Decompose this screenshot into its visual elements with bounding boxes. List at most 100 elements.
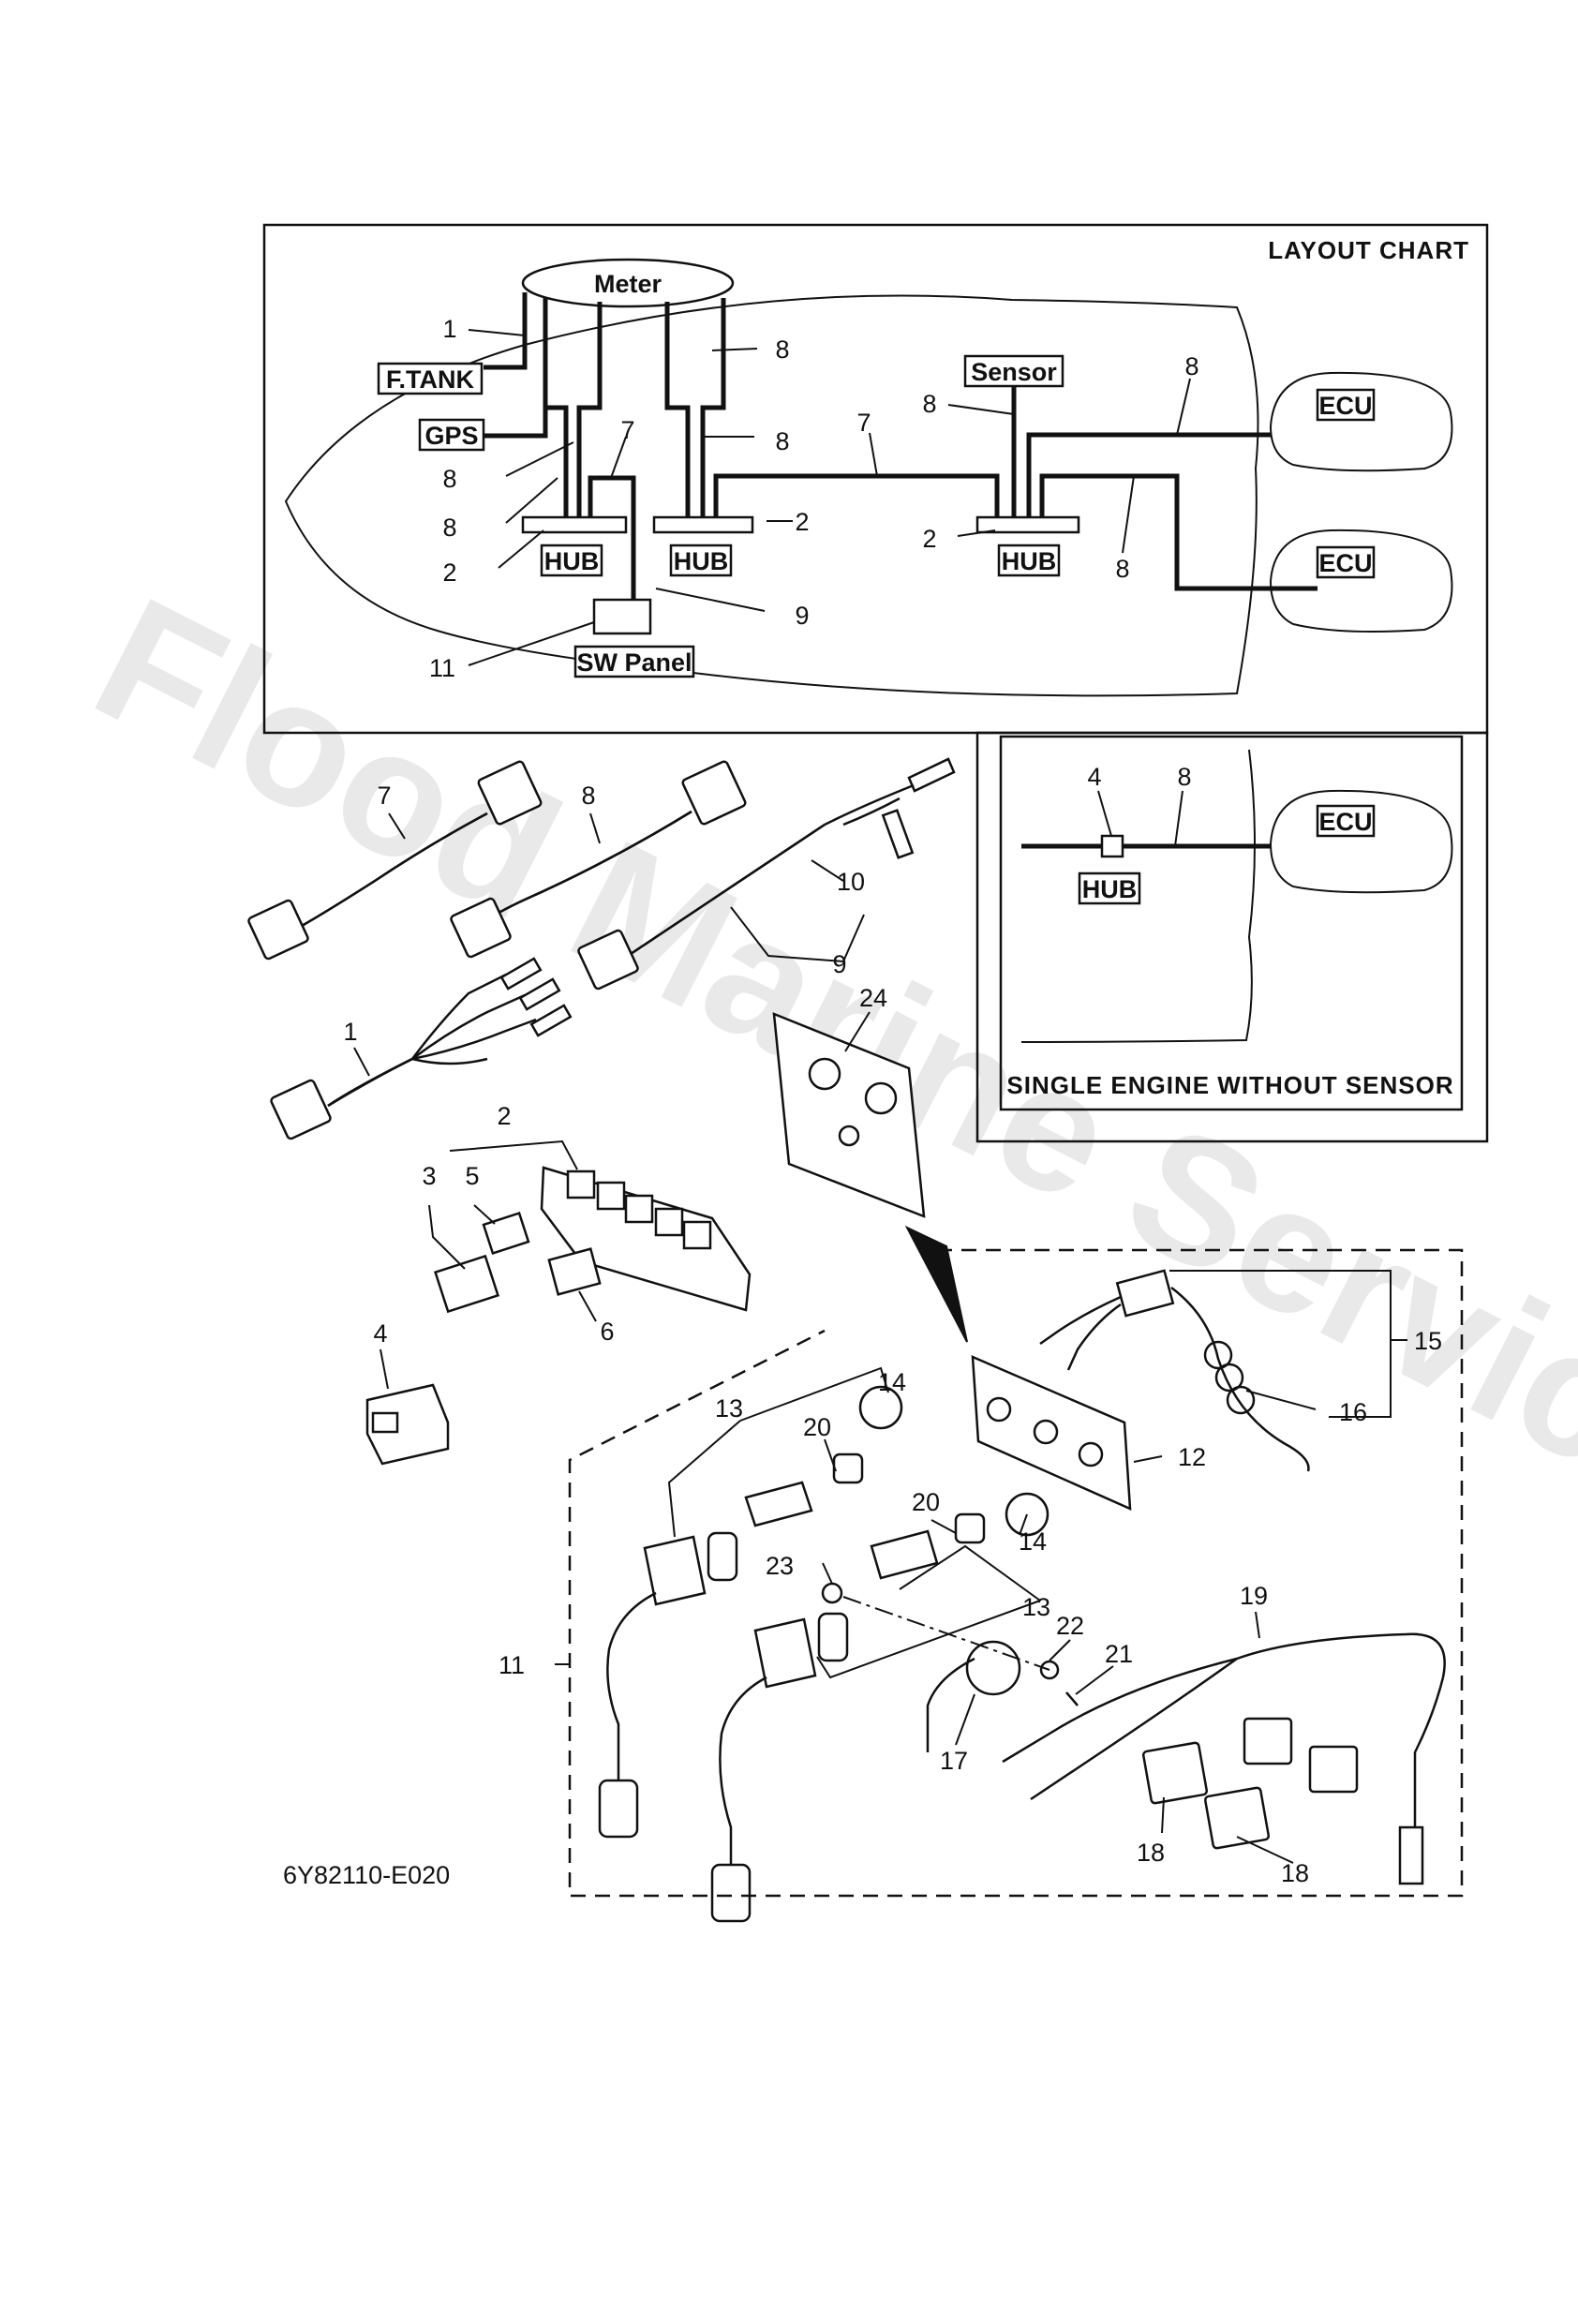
hub-label-single: HUB — [1082, 875, 1138, 903]
meter-label: Meter — [594, 270, 662, 298]
ecu-label-single: ECU — [1318, 808, 1372, 836]
hub-block-2 — [433, 1166, 752, 1314]
callout-2: 2 — [442, 559, 456, 587]
arrow-down-icon — [904, 1225, 968, 1343]
sw-panel-box — [573, 645, 695, 678]
layout-wiring — [484, 292, 1317, 600]
key-switch-13 — [598, 1385, 1050, 1923]
callout-20: 20 — [803, 1413, 831, 1441]
drawing-code: 6Y82110-E020 — [283, 1861, 450, 1889]
ftank-box — [377, 362, 484, 395]
callout-8: 8 — [442, 514, 456, 542]
switch-plate-12 — [971, 1355, 1132, 1511]
callout-12: 12 — [1178, 1443, 1206, 1471]
hub-square — [1100, 834, 1124, 858]
layout-chart-title: LAYOUT CHART — [1268, 236, 1469, 264]
callout-5: 5 — [465, 1162, 479, 1190]
single-engine-chart: ECU HUB 4 8 SINGLE ENGINE WITHOUT SENSOR — [975, 731, 1489, 1143]
hub-box-single — [1078, 872, 1141, 905]
callout-19: 19 — [1240, 1582, 1268, 1610]
single-hull-outline — [1020, 749, 1256, 1043]
hub-label-2: HUB — [674, 547, 729, 575]
kit-11-boundary — [568, 1248, 1464, 1898]
meter-ellipse — [521, 258, 735, 308]
hub-label-1: HUB — [544, 547, 600, 575]
callout-7: 7 — [377, 782, 391, 810]
callout-2: 2 — [922, 525, 936, 553]
callout-11: 11 — [499, 1651, 525, 1679]
callout-15: 15 — [1414, 1327, 1442, 1355]
hub-label-3: HUB — [1002, 547, 1057, 575]
callout-11: 11 — [429, 654, 455, 682]
single-engine-inner-frame — [999, 735, 1464, 1111]
layout-chart: LAYOUT CHART Meter F.TANK GPS Sensor ECU… — [262, 223, 1489, 735]
ecu-box-1 — [1316, 388, 1376, 422]
callout-1: 1 — [442, 315, 456, 343]
ecu-label-2: ECU — [1318, 549, 1372, 577]
callout-16: 16 — [1339, 1398, 1367, 1426]
ftank-label: F.TANK — [386, 365, 474, 394]
callout-8: 8 — [1184, 352, 1198, 380]
callout-18: 18 — [1281, 1859, 1309, 1887]
callout-24: 24 — [859, 984, 887, 1012]
parts-illustrations — [247, 757, 1464, 1923]
cable-9-10 — [577, 757, 956, 991]
cable-7 — [247, 760, 543, 961]
callout-9: 9 — [832, 950, 846, 978]
callout-18: 18 — [1137, 1839, 1165, 1867]
single-engine-title: SINGLE ENGINE WITHOUT SENSOR — [1006, 1071, 1453, 1099]
callout-10: 10 — [837, 868, 865, 896]
hub-bar-1 — [521, 515, 628, 534]
buzzer-17 — [821, 1582, 1079, 1752]
ecu-pod-1 — [1269, 371, 1453, 472]
hub-box-2 — [669, 544, 733, 577]
gps-label: GPS — [424, 422, 478, 450]
callout-1: 1 — [343, 1018, 357, 1046]
callout-4: 4 — [1087, 763, 1101, 791]
layout-chart-frame — [262, 223, 1489, 735]
sw-panel-label: SW Panel — [576, 648, 692, 677]
callout-17: 17 — [940, 1747, 968, 1775]
callout-22: 22 — [1056, 1612, 1084, 1640]
callout-2: 2 — [497, 1102, 511, 1130]
callout-7: 7 — [620, 416, 634, 444]
stop-switch-15 — [1039, 1269, 1310, 1472]
ecu-box-single — [1316, 804, 1376, 838]
callout-7: 7 — [856, 409, 871, 437]
callout-8: 8 — [442, 465, 456, 493]
part-callouts: 7 8 10 9 1 24 2 3 5 6 4 15 16 12 13 14 2… — [343, 782, 1442, 1887]
callout-21: 21 — [1105, 1640, 1133, 1668]
plate-24 — [772, 1012, 926, 1218]
hub-box-3 — [997, 544, 1061, 577]
hub-bar-2 — [652, 515, 754, 534]
callout-8: 8 — [775, 427, 789, 455]
callout-8: 8 — [1115, 555, 1129, 583]
boat-hull-outline — [284, 294, 1259, 697]
ecu-box-2 — [1316, 545, 1376, 579]
callout-3: 3 — [422, 1162, 436, 1190]
callout-9: 9 — [795, 602, 809, 630]
layout-leaders — [468, 329, 1191, 666]
sw-panel-block — [592, 598, 652, 635]
connector-4 — [365, 1383, 450, 1466]
callout-13: 13 — [715, 1394, 743, 1423]
callout-8: 8 — [922, 390, 936, 418]
callout-6: 6 — [600, 1318, 614, 1346]
single-engine-frame — [975, 731, 1489, 1143]
sensor-label: Sensor — [971, 358, 1057, 386]
callout-2: 2 — [795, 508, 809, 536]
callout-14: 14 — [878, 1368, 906, 1396]
callout-14: 14 — [1019, 1527, 1047, 1556]
ecu-label-1: ECU — [1318, 392, 1372, 420]
cable-1 — [270, 957, 573, 1140]
part-leaders — [353, 812, 1407, 1864]
callout-8: 8 — [581, 782, 595, 810]
callout-8: 8 — [1177, 763, 1191, 791]
hub-box-1 — [540, 544, 603, 577]
ecu-pod-2 — [1269, 529, 1453, 633]
ecu-pod-single — [1269, 789, 1453, 894]
callout-23: 23 — [766, 1552, 794, 1580]
gps-box — [418, 418, 485, 452]
callout-13: 13 — [1022, 1593, 1050, 1621]
